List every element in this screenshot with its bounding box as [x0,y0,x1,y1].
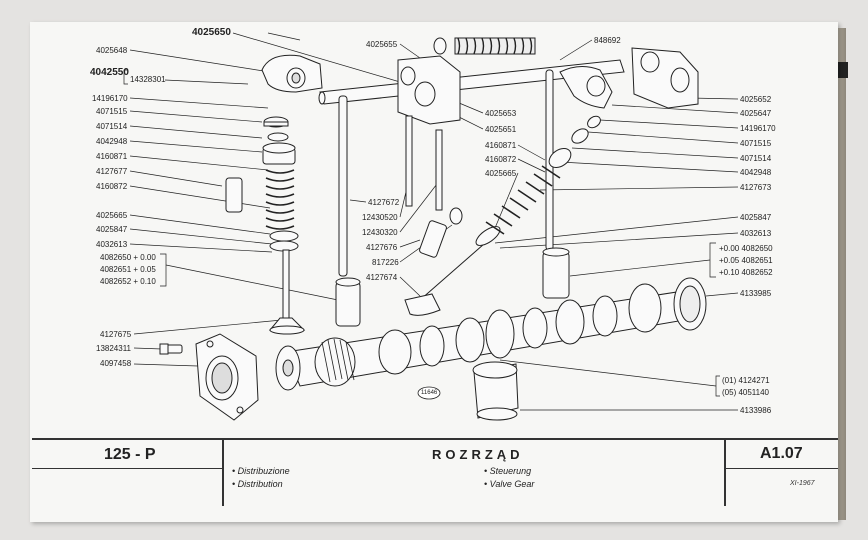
title-block-divider [724,438,726,506]
part-label: 4160872 [485,155,517,164]
part-label: 13824311 [96,344,131,353]
part-label: 4133986 [740,406,772,415]
part-label: 4025647 [740,109,772,118]
part-label: 4133985 [740,289,772,298]
part-label: 848692 [594,36,621,45]
part-label: 4025652 [740,95,772,104]
part-label: 4127672 [368,198,400,207]
book-spine [836,28,846,520]
part-label: 14196170 [740,124,776,133]
part-label: 4042948 [740,168,772,177]
part-label: 4025651 [485,125,517,134]
part-label: 4025653 [485,109,517,118]
part-label: 4025650 [192,27,231,38]
part-label: 4082652 + 0.10 [100,277,156,286]
part-label: 4071514 [740,154,772,163]
part-label: 817226 [372,258,399,267]
part-label: +0.10 4082652 [719,268,773,277]
part-label: 4025648 [96,46,128,55]
title-block: 125 - P ROZRZĄD • Distribuzione • Distri… [32,438,838,506]
description-item: • Distribution [232,479,283,489]
title-block-rule [32,468,222,469]
part-label: 4025665 [96,211,128,220]
part-label: 4032613 [96,240,128,249]
part-label: 4071514 [96,122,128,131]
part-label: 4127674 [366,273,398,282]
issue-date: XI-1967 [790,480,815,487]
model-name: 125 - P [104,446,156,463]
title-block-rule [724,468,838,469]
part-label: 4160871 [96,152,128,161]
part-label: 4082650 + 0.00 [100,253,156,262]
part-label: 4097458 [100,359,132,368]
part-label: +0.00 4082650 [719,244,773,253]
part-label: 4127675 [100,330,132,339]
part-label: 4071515 [740,139,772,148]
black-index-tab [838,62,848,78]
part-label: 4042550 [90,67,129,78]
part-label: 4025847 [96,225,128,234]
part-label: 4160871 [485,141,517,150]
title-block-divider [222,438,224,506]
part-label: 4071515 [96,107,128,116]
part-label: 4127677 [96,167,128,176]
part-label: 4127673 [740,183,772,192]
part-label: 4160872 [96,182,128,191]
part-label: 4082651 + 0.05 [100,265,156,274]
description-item: • Valve Gear [484,479,535,489]
part-label: 12430320 [362,228,398,237]
part-label: (01) 4124271 [722,376,770,385]
part-label: 4025665 [485,169,517,178]
title-block-top-rule [32,438,838,440]
part-label: 4032613 [740,229,772,238]
part-label: 4025847 [740,213,772,222]
part-label: 14328301 [130,75,166,84]
part-label: 4025655 [366,40,398,49]
part-label: 4042948 [96,137,128,146]
part-label: (05) 4051140 [722,388,769,397]
part-label: 12430520 [362,213,398,222]
description-item: • Steuerung [484,466,532,476]
part-label: +0.05 4082651 [719,256,773,265]
part-label: 14196170 [92,94,128,103]
drawing-ref-number: 11646 [421,390,438,396]
section-title: ROZRZĄD [432,447,524,462]
page-code: A1.07 [760,445,803,462]
part-label: 4127676 [366,243,398,252]
description-item: • Distribuzione [232,466,290,476]
